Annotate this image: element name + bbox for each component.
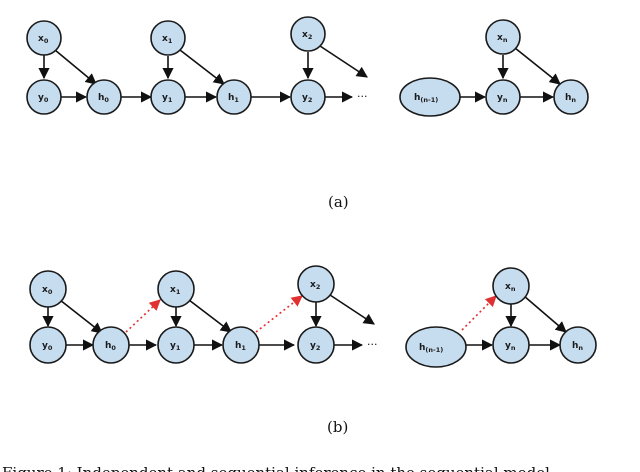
- node-a-hn: hn: [553, 79, 589, 115]
- svg-text:yn: yn: [505, 341, 516, 352]
- node-b-y1: y1: [157, 326, 195, 364]
- node-a-hn1: h(n-1): [399, 77, 461, 117]
- node-a-y2: y2: [290, 79, 326, 115]
- edge-b-x2-next: [329, 294, 375, 325]
- svg-text:y0: y0: [42, 341, 53, 352]
- node-a-h1: h1: [216, 79, 252, 115]
- node-b-h0: h0: [92, 326, 130, 364]
- edge-a-x0-h0: [54, 49, 97, 85]
- node-a-xn: xn: [485, 19, 521, 55]
- svg-text:x2: x2: [302, 30, 312, 41]
- edge-a-x1-h1: [179, 49, 225, 85]
- node-a-x1: x1: [150, 20, 186, 56]
- figure-caption-cut-off: Figure 1: Independent and sequential inf…: [2, 464, 550, 472]
- edge-b-x0-h0: [59, 299, 103, 334]
- svg-text:h(n-1): h(n-1): [414, 93, 438, 104]
- node-a-yn: yn: [485, 79, 521, 115]
- node-a-x0: x0: [26, 20, 62, 56]
- svg-text:yn: yn: [497, 93, 508, 104]
- edge-a-xn-hn: [514, 47, 561, 85]
- svg-text:x0: x0: [38, 34, 49, 45]
- svg-text:x1: x1: [162, 34, 173, 45]
- svg-text:y0: y0: [38, 93, 49, 104]
- ellipsis-b: ···: [367, 338, 378, 351]
- svg-text:h1: h1: [228, 93, 239, 104]
- edge-b-h0-x1-red: [125, 299, 161, 333]
- node-b-y2: y2: [297, 326, 335, 364]
- node-a-x2: x2: [290, 16, 326, 52]
- node-b-x1: x1: [157, 270, 195, 308]
- svg-text:xn: xn: [497, 33, 508, 44]
- svg-text:x0: x0: [42, 285, 53, 296]
- diagram-b-edges: [42, 294, 567, 351]
- ellipsis-a: ···: [357, 90, 368, 103]
- node-a-y1: y1: [150, 79, 186, 115]
- node-a-h0: h0: [86, 79, 122, 115]
- svg-text:xn: xn: [505, 282, 516, 293]
- svg-text:hn: hn: [572, 341, 583, 352]
- diagram-a-edges: [38, 45, 561, 103]
- svg-text:hn: hn: [565, 93, 576, 104]
- svg-text:x1: x1: [170, 285, 181, 296]
- edge-b-hn1-xn-red: [461, 295, 497, 331]
- edge-a-x2-next: [319, 45, 368, 78]
- diagram-b: ··· x0 y0 h0 x1 y1 h1 x2: [29, 265, 597, 436]
- caption-a: (a): [328, 193, 349, 211]
- node-b-xn: xn: [492, 267, 530, 305]
- svg-text:y1: y1: [162, 93, 173, 104]
- svg-text:x2: x2: [310, 280, 320, 291]
- svg-text:h0: h0: [105, 341, 116, 352]
- diagram-a: ··· x0 y0 h0 x1 y1 h1 x2: [26, 16, 589, 211]
- edge-b-h1-x2-red: [255, 295, 303, 333]
- node-b-hn1: h(n-1): [405, 326, 467, 368]
- svg-text:h(n-1): h(n-1): [419, 343, 443, 354]
- node-b-h1: h1: [222, 326, 260, 364]
- svg-text:y1: y1: [170, 341, 181, 352]
- edge-b-xn-hn: [523, 295, 567, 333]
- node-b-x0: x0: [29, 270, 67, 308]
- svg-text:y2: y2: [302, 93, 312, 104]
- svg-text:h1: h1: [235, 341, 246, 352]
- node-b-y0: y0: [29, 326, 67, 364]
- edge-b-x1-h1: [188, 299, 232, 333]
- svg-text:y2: y2: [310, 341, 320, 352]
- node-b-hn: hn: [559, 326, 597, 364]
- node-b-yn: yn: [492, 326, 530, 364]
- caption-b: (b): [327, 418, 348, 436]
- node-b-x2: x2: [297, 265, 335, 303]
- svg-text:h0: h0: [98, 93, 109, 104]
- node-a-y0: y0: [26, 79, 62, 115]
